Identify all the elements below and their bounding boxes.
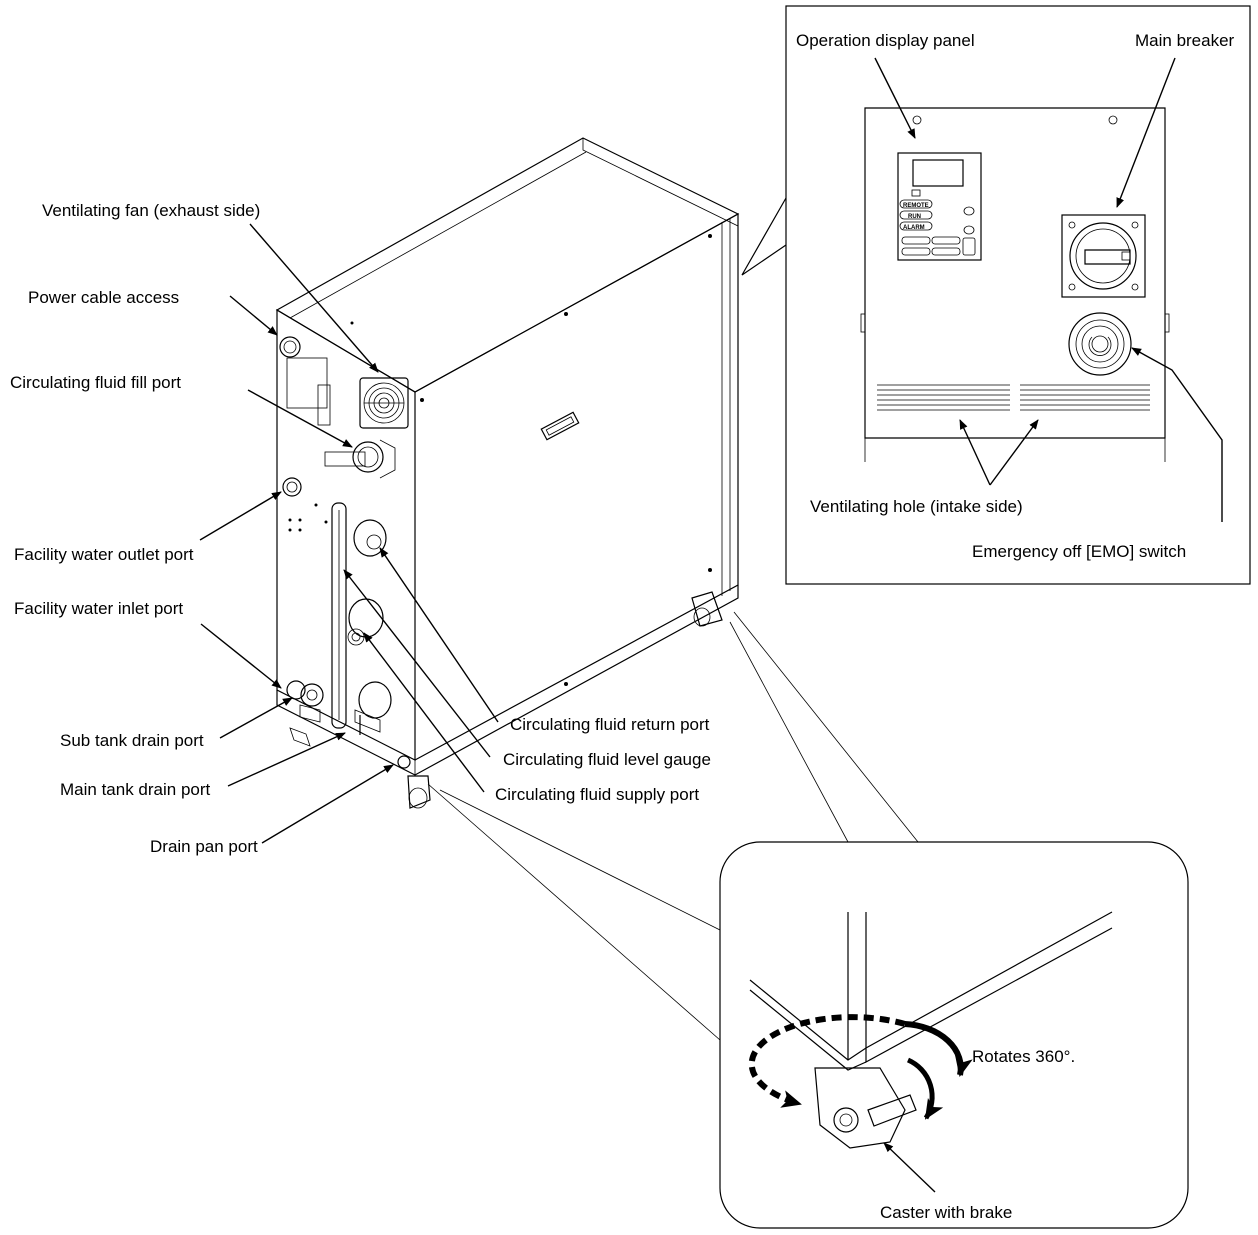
label-fill-port: Circulating fluid fill port (10, 373, 181, 392)
label-rotates: Rotates 360°. (972, 1047, 1075, 1066)
label-emo-switch: Emergency off [EMO] switch (972, 542, 1186, 561)
operation-display-panel: REMOTE RUN ALARM (897, 152, 982, 261)
caster-inset: Rotates 360°. Caster with brake (427, 611, 1189, 1229)
label-main-tank-drain: Main tank drain port (60, 780, 211, 799)
label-supply-port: Circulating fluid supply port (495, 785, 699, 804)
chiller-unit (275, 137, 740, 809)
label-return-port: Circulating fluid return port (510, 715, 710, 734)
fan-grille (359, 377, 409, 429)
label-main-breaker: Main breaker (1135, 31, 1235, 50)
label-facility-inlet: Facility water inlet port (14, 599, 183, 618)
label-ventilating-fan: Ventilating fan (exhaust side) (42, 201, 260, 220)
fill-port-shape (324, 439, 396, 479)
front-caster (407, 775, 431, 809)
vent-slots (877, 384, 1150, 411)
label-drain-pan: Drain pan port (150, 837, 258, 856)
label-power-cable: Power cable access (28, 288, 179, 307)
alarm-button-label: ALARM (903, 225, 925, 231)
label-facility-outlet: Facility water outlet port (14, 545, 194, 564)
panel-inset: Operation display panel Main breaker REM… (741, 5, 1251, 585)
remote-button-label: REMOTE (903, 203, 929, 209)
label-vent-hole: Ventilating hole (intake side) (810, 497, 1023, 516)
label-sub-tank-drain: Sub tank drain port (60, 731, 204, 750)
run-button-label: RUN (908, 214, 921, 220)
main-breaker (1061, 214, 1146, 298)
emo-switch (1068, 312, 1132, 376)
label-caster: Caster with brake (880, 1203, 1012, 1222)
rear-caster (691, 591, 723, 627)
label-operation-panel: Operation display panel (796, 31, 975, 50)
label-level-gauge: Circulating fluid level gauge (503, 750, 711, 769)
